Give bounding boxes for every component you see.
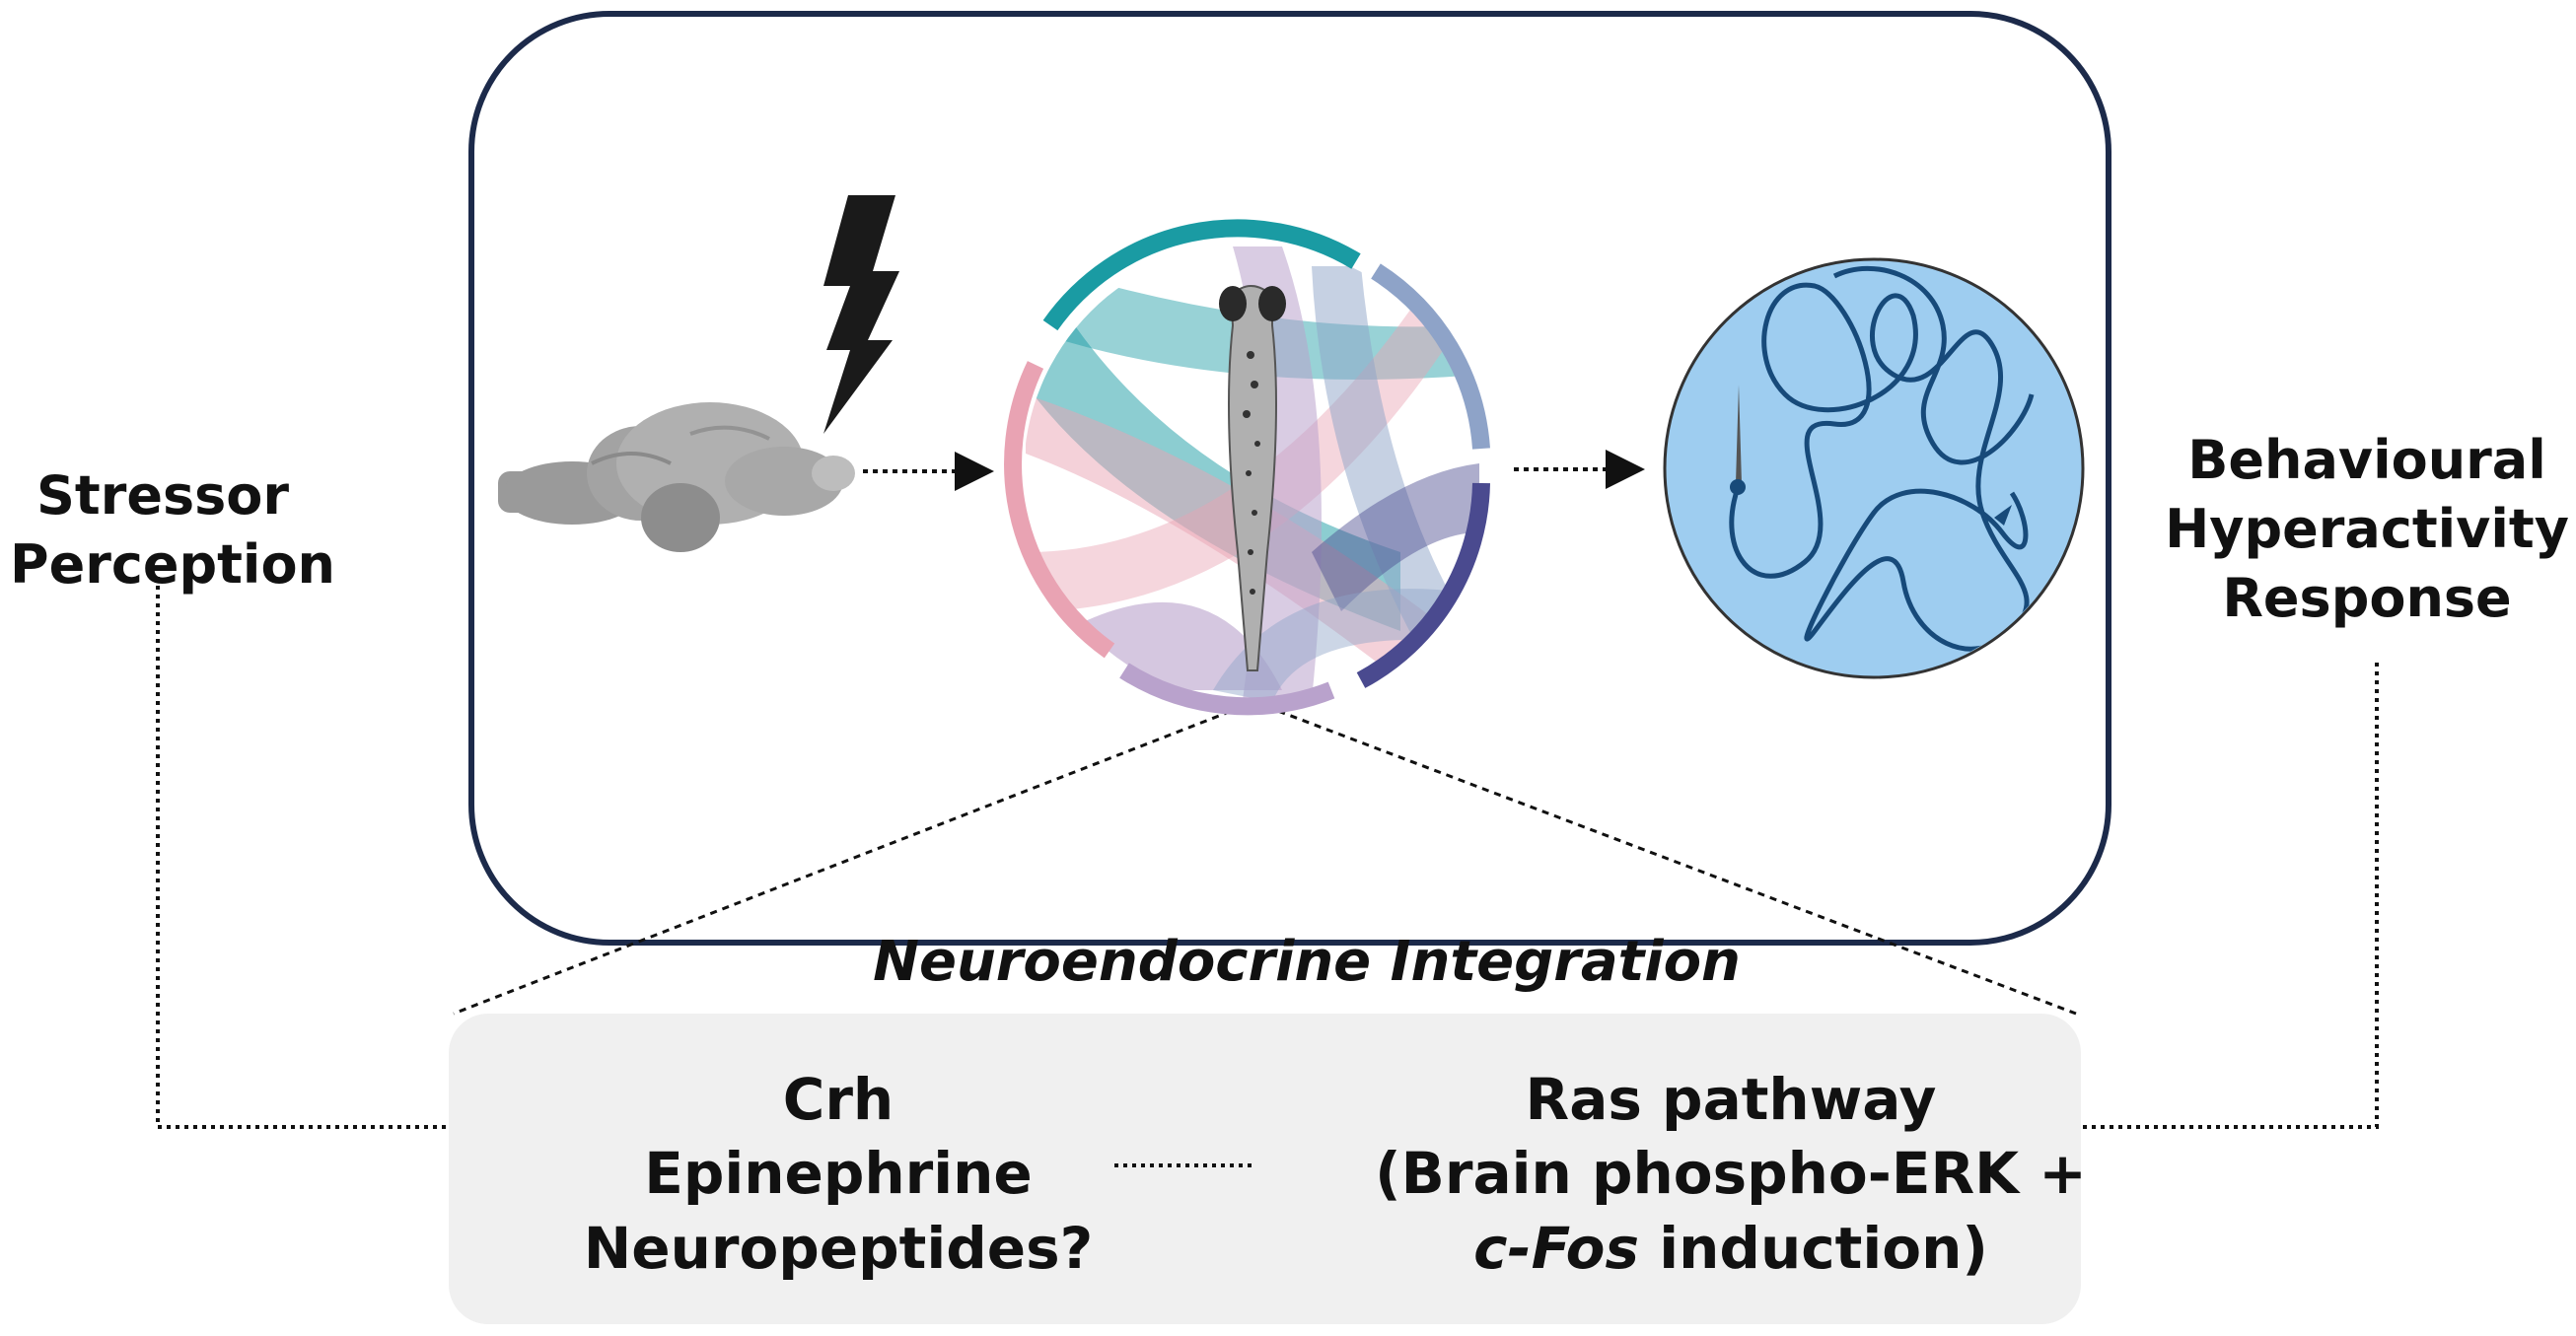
pathway-line-1: Ras pathway [1525, 1066, 1937, 1133]
lightning-icon [823, 195, 899, 434]
zebrafish-larva-icon [1219, 285, 1286, 671]
swim-trajectory-icon [1663, 257, 2085, 679]
pathway-line-3-rest: induction) [1639, 1214, 1988, 1282]
stressor-line-2: Perception [10, 533, 335, 597]
mediator-neuropeptides: Neuropeptides? [583, 1214, 1094, 1282]
behavioural-response-label: Behavioural Hyperactivity Response [2160, 426, 2574, 634]
integration-panel [449, 1014, 2081, 1324]
main-frame [468, 11, 2111, 946]
ras-pathway-text: Ras pathway (Brain phospho-ERK + c-Fos i… [1262, 1063, 2199, 1286]
mediators-list: Crh Epinephrine Neuropeptides? [464, 1063, 1213, 1286]
behaviour-line-2: Hyperactivity [2165, 498, 2569, 561]
cfos-gene-name: c-Fos [1473, 1214, 1640, 1282]
mediator-crh: Crh [782, 1066, 894, 1133]
pathway-line-3: c-Fos induction) [1262, 1212, 2199, 1286]
funnel-lines [453, 700, 2077, 1016]
stressor-line-1: Stressor [36, 464, 289, 527]
integration-title: Neuroendocrine Integration [873, 930, 1741, 994]
side-connectors [156, 577, 2379, 1167]
mediator-epinephrine: Epinephrine [644, 1140, 1033, 1208]
brain-icon [498, 402, 855, 552]
behaviour-line-3: Response [2222, 567, 2512, 630]
behaviour-line-1: Behavioural [2187, 429, 2546, 491]
stressor-perception-label: Stressor Perception [10, 461, 335, 599]
pathway-line-2: (Brain phospho-ERK + [1375, 1140, 2087, 1208]
